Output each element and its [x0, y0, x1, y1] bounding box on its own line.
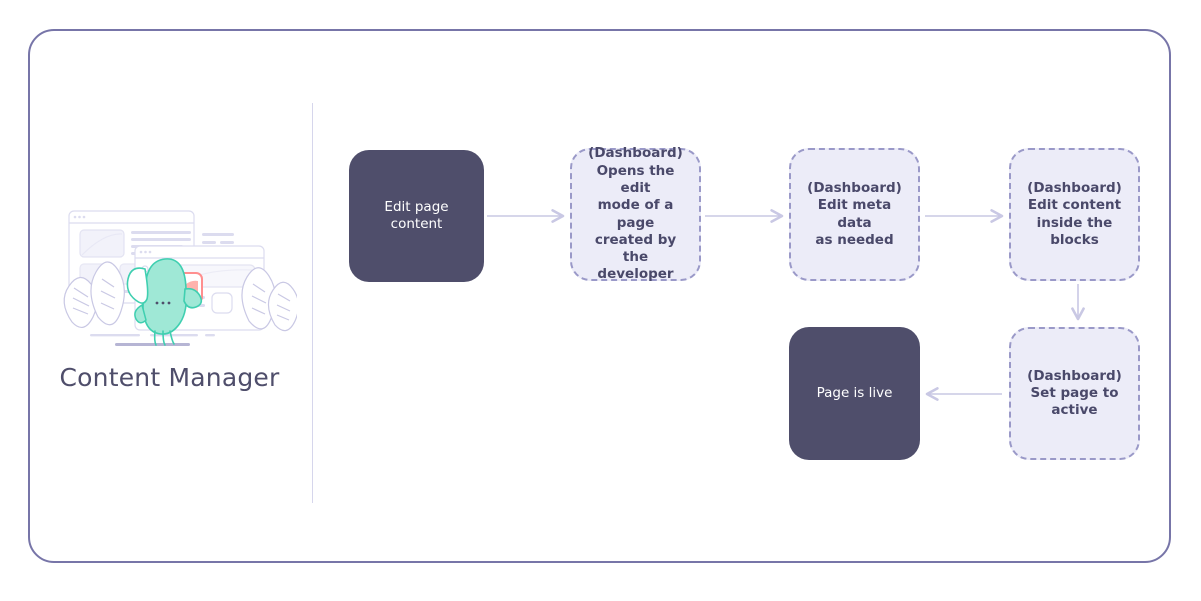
flow-node-opens-edit-mode[interactable]: (Dashboard) Opens the edit mode of a pag…	[570, 145, 701, 283]
flow-node-label: Page is live	[816, 384, 893, 401]
content-manager-mascot-illustration	[63, 210, 297, 346]
flow-node-page-is-live[interactable]: Page is live	[789, 327, 920, 460]
flow-node-set-page-active[interactable]: (Dashboard) Set page to active	[1009, 327, 1140, 460]
persona-label: Content Manager	[59, 363, 280, 392]
flow-node-edit-content-blocks[interactable]: (Dashboard) Edit content inside the bloc…	[1009, 148, 1140, 281]
flow-node-label: (Dashboard) Edit meta data as needed	[807, 179, 902, 248]
persona-panel: Content Manager	[42, 197, 297, 412]
flow-node-label: (Dashboard) Opens the edit mode of a pag…	[588, 145, 683, 283]
flow-node-edit-meta-data[interactable]: (Dashboard) Edit meta data as needed	[789, 148, 920, 281]
flow-node-label: Edit page content	[384, 198, 449, 232]
diagram-frame: Content Manager E	[28, 29, 1171, 563]
flow-node-label: (Dashboard) Edit content inside the bloc…	[1027, 179, 1122, 248]
section-divider	[312, 103, 313, 503]
flow-node-edit-page-content[interactable]: Edit page content	[349, 150, 484, 282]
flow-node-label: (Dashboard) Set page to active	[1027, 367, 1122, 419]
